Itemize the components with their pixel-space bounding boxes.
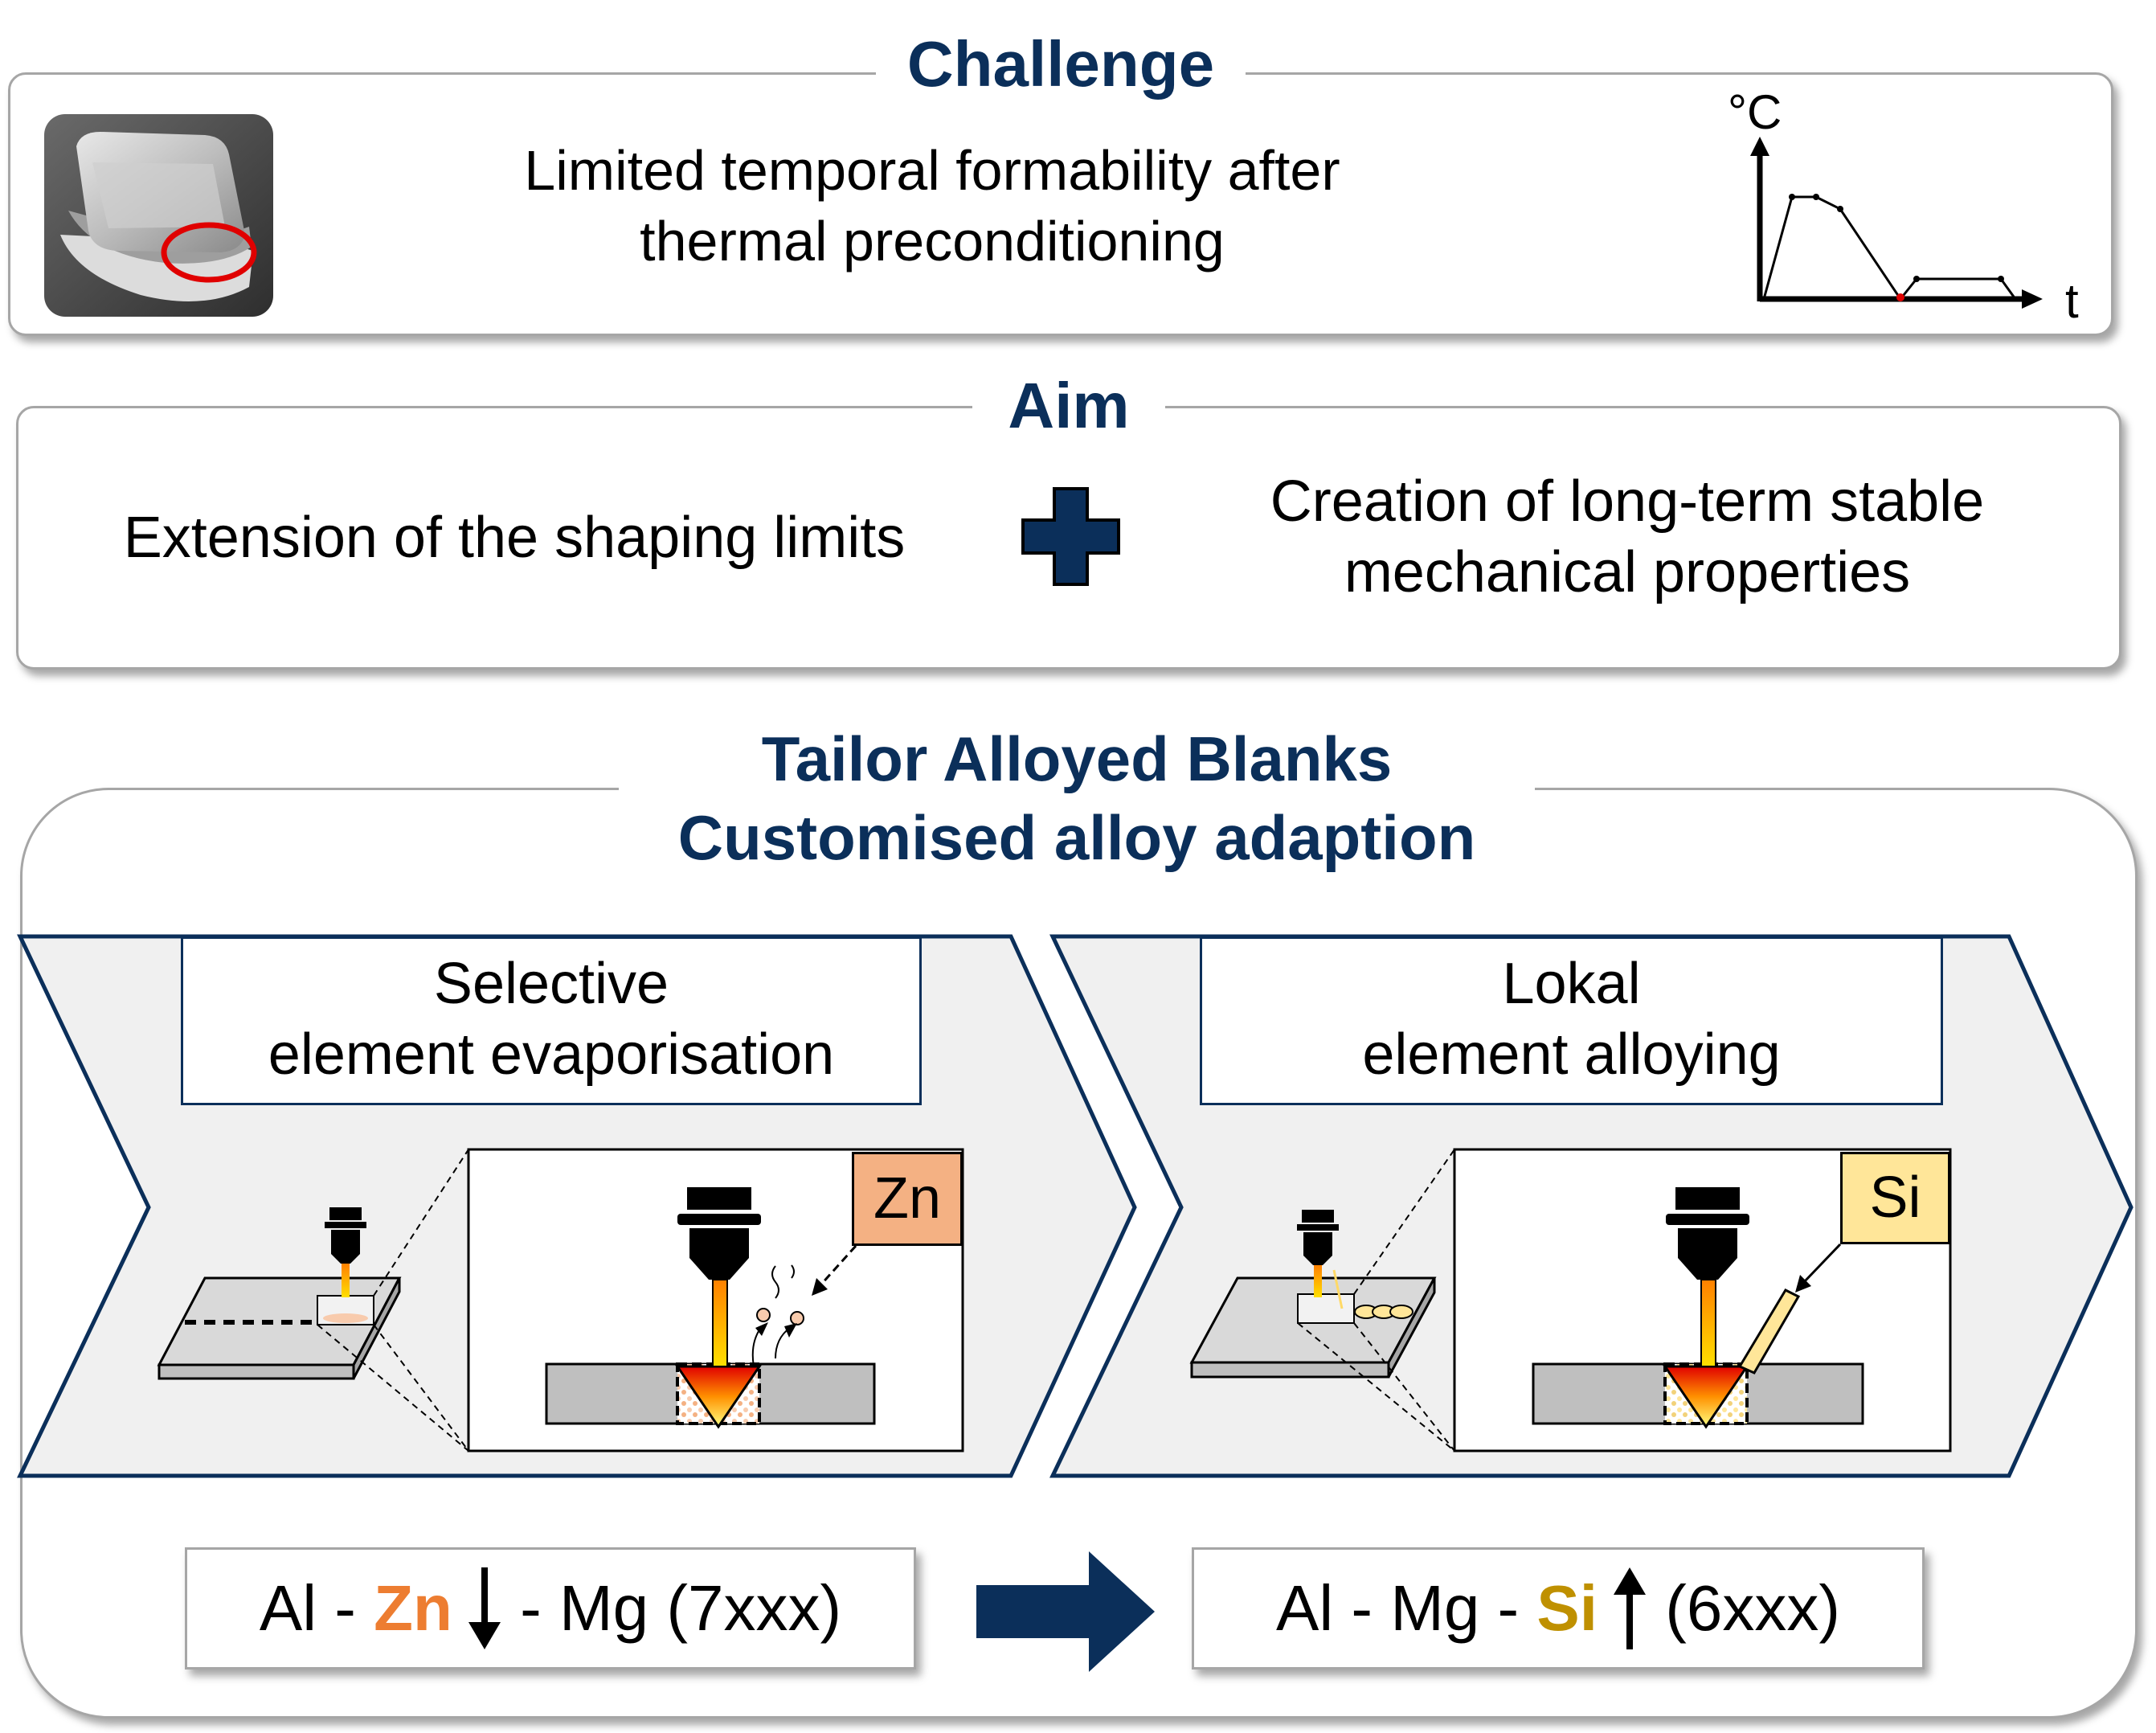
formed-part-photo <box>44 114 273 317</box>
tab-heading-line2: Customised alloy adaption <box>677 802 1476 873</box>
challenge-heading: Challenge <box>876 24 1246 104</box>
left-step-title: Selective element evaporisation <box>181 936 922 1105</box>
formula-left-element: Zn <box>374 1572 452 1644</box>
temperature-time-graph: °C t <box>1728 85 2079 328</box>
up-arrow-icon <box>1614 1567 1647 1649</box>
si-label-box: Si <box>1840 1152 1950 1244</box>
transition-arrow-icon <box>976 1551 1155 1672</box>
zn-arrow-icon <box>812 1278 828 1296</box>
right-step-title: Lokal element alloying <box>1200 936 1943 1105</box>
graph-y-label: °C <box>1728 85 1782 139</box>
graph-x-label: t <box>2065 274 2079 328</box>
zn-label: Zn <box>873 1166 942 1231</box>
si-label: Si <box>1869 1166 1921 1230</box>
si-arrow-icon <box>1795 1275 1811 1293</box>
left-step-title-line1: Selective <box>433 952 669 1016</box>
formula-left-part2: - Mg (7xxx) <box>501 1572 842 1644</box>
zn-label-box: Zn <box>852 1152 963 1246</box>
aim-heading: Aim <box>972 362 1165 450</box>
formula-left-part1: Al - <box>259 1572 374 1644</box>
y-axis-arrow-icon <box>1750 137 1769 156</box>
formula-right-box: Al - Mg - Si (6xxx) <box>1192 1547 1925 1669</box>
red-circle-marker <box>161 222 257 283</box>
aim-right-text: Creation of long-term stable mechanical … <box>1270 469 1985 604</box>
formula-left-box: Al - Zn - Mg (7xxx) <box>185 1547 916 1669</box>
formula-right-part2: (6xxx) <box>1647 1572 1841 1644</box>
aim-left-text: Extension of the shaping limits <box>123 506 906 570</box>
down-arrow-icon <box>468 1567 501 1649</box>
plus-icon <box>1021 487 1120 586</box>
red-point-marker <box>1896 293 1904 301</box>
tab-heading: Tailor Alloyed Blanks Customised alloy a… <box>619 719 1535 880</box>
left-step-title-line2: element evaporisation <box>268 1022 835 1087</box>
formula-right-part1: Al - Mg - <box>1275 1572 1537 1644</box>
x-axis-arrow-icon <box>2022 289 2043 309</box>
formula-right-element: Si <box>1536 1572 1598 1644</box>
tab-heading-line1: Tailor Alloyed Blanks <box>761 723 1393 794</box>
right-step-title-line2: element alloying <box>1362 1022 1781 1087</box>
challenge-text: Limited temporal formability after therm… <box>524 139 1340 272</box>
right-step-title-line1: Lokal <box>1502 952 1641 1016</box>
